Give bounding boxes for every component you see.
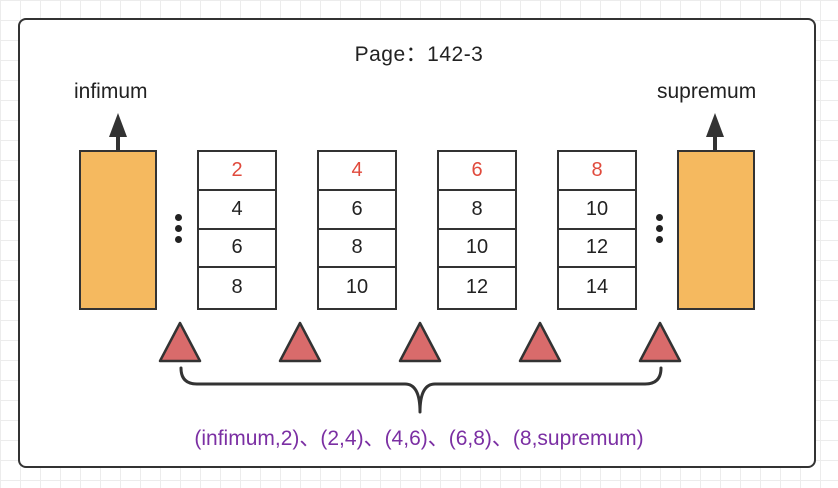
slot-cell: 6: [199, 230, 275, 269]
slot-cell: 8: [231, 276, 243, 299]
slot-cell: 6: [319, 191, 395, 230]
gap-pointer-icon: [278, 321, 322, 363]
slot-cell: 2: [199, 152, 275, 191]
page-title: Page：142-3: [354, 43, 484, 66]
slot-cell: 8: [439, 191, 515, 230]
slot-1: 2 4 6 8: [197, 150, 277, 310]
supremum-label: supremum: [657, 80, 757, 103]
gaps-label: (infimum,2)、(2,4)、(4,6)、(6,8)、(8,supremu…: [194, 427, 644, 450]
gap-pointer-icon: [518, 321, 562, 363]
slot-2: 4 6 8 10: [317, 150, 397, 310]
gap-pointer-icon: [158, 321, 202, 363]
slot-cell: 6: [439, 152, 515, 191]
ellipsis-left-icon: [175, 214, 183, 247]
gap-pointer-icon: [398, 321, 442, 363]
slot-cell: 8: [319, 230, 395, 269]
infimum-arrow-icon: [109, 113, 127, 137]
slot-cell: 12: [559, 230, 635, 269]
ellipsis-right-icon: [656, 214, 664, 247]
slot-cell: 4: [319, 152, 395, 191]
supremum-arrow-icon: [706, 113, 724, 137]
infimum-label: infimum: [74, 80, 148, 103]
slot-cell: 4: [199, 191, 275, 230]
slot-cell: 8: [559, 152, 635, 191]
infimum-record: [79, 150, 157, 310]
slot-cell: 14: [585, 276, 609, 299]
slot-3: 6 8 10 12: [437, 150, 517, 310]
supremum-record: [677, 150, 755, 310]
gap-pointer-icon: [638, 321, 682, 363]
slot-cell: 12: [465, 276, 489, 299]
supremum-arrow-shaft: [713, 134, 717, 151]
slot-4: 8 10 12 14: [557, 150, 637, 310]
slot-cell: 10: [345, 276, 369, 299]
infimum-arrow-shaft: [116, 134, 120, 151]
slot-cell: 10: [439, 230, 515, 269]
slot-cell: 10: [559, 191, 635, 230]
